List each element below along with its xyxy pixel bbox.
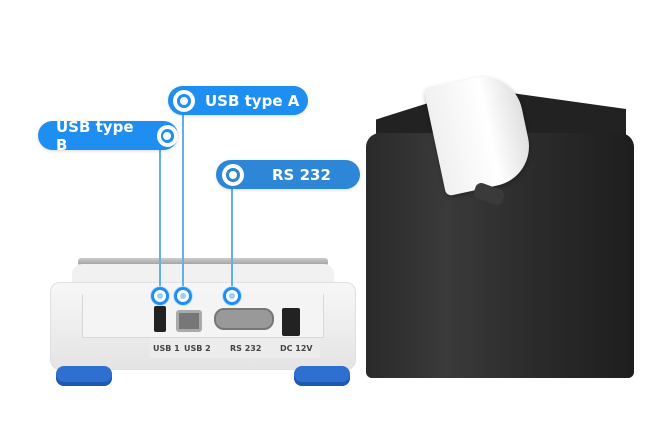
foot-left (56, 366, 112, 386)
port-label-usb2: USB 2 (184, 344, 211, 353)
usb1-port (154, 306, 166, 332)
label-strip (150, 338, 320, 358)
port-marker-usb1 (151, 287, 169, 305)
callout-usb-type-a: USB type A (168, 86, 308, 115)
port-marker-rs232 (223, 287, 241, 305)
port-label-rs232: RS 232 (230, 344, 262, 353)
connector-line-usb-a (182, 112, 184, 288)
foot-right (294, 366, 350, 386)
target-icon (156, 124, 178, 147)
connector-line-rs232 (231, 186, 233, 288)
port-label-usb1: USB 1 (153, 344, 180, 353)
port-marker-usb2 (174, 287, 192, 305)
callout-usb-type-b: USB type B (38, 118, 178, 154)
dc-port (282, 308, 300, 336)
receipt-printer (366, 69, 634, 378)
callout-label: USB type A (205, 91, 300, 110)
scale-device (50, 258, 356, 370)
callout-label: USB type B (56, 117, 134, 154)
target-icon (222, 163, 244, 186)
target-icon (173, 89, 195, 112)
port-label-dc: DC 12V (280, 344, 313, 353)
usb2-port (176, 310, 202, 332)
callout-label: RS 232 (272, 165, 331, 184)
callout-rs232: RS 232 (216, 160, 360, 189)
rs232-port (214, 308, 274, 330)
weighing-pan (78, 258, 328, 266)
connector-line-usb-b (159, 146, 161, 288)
